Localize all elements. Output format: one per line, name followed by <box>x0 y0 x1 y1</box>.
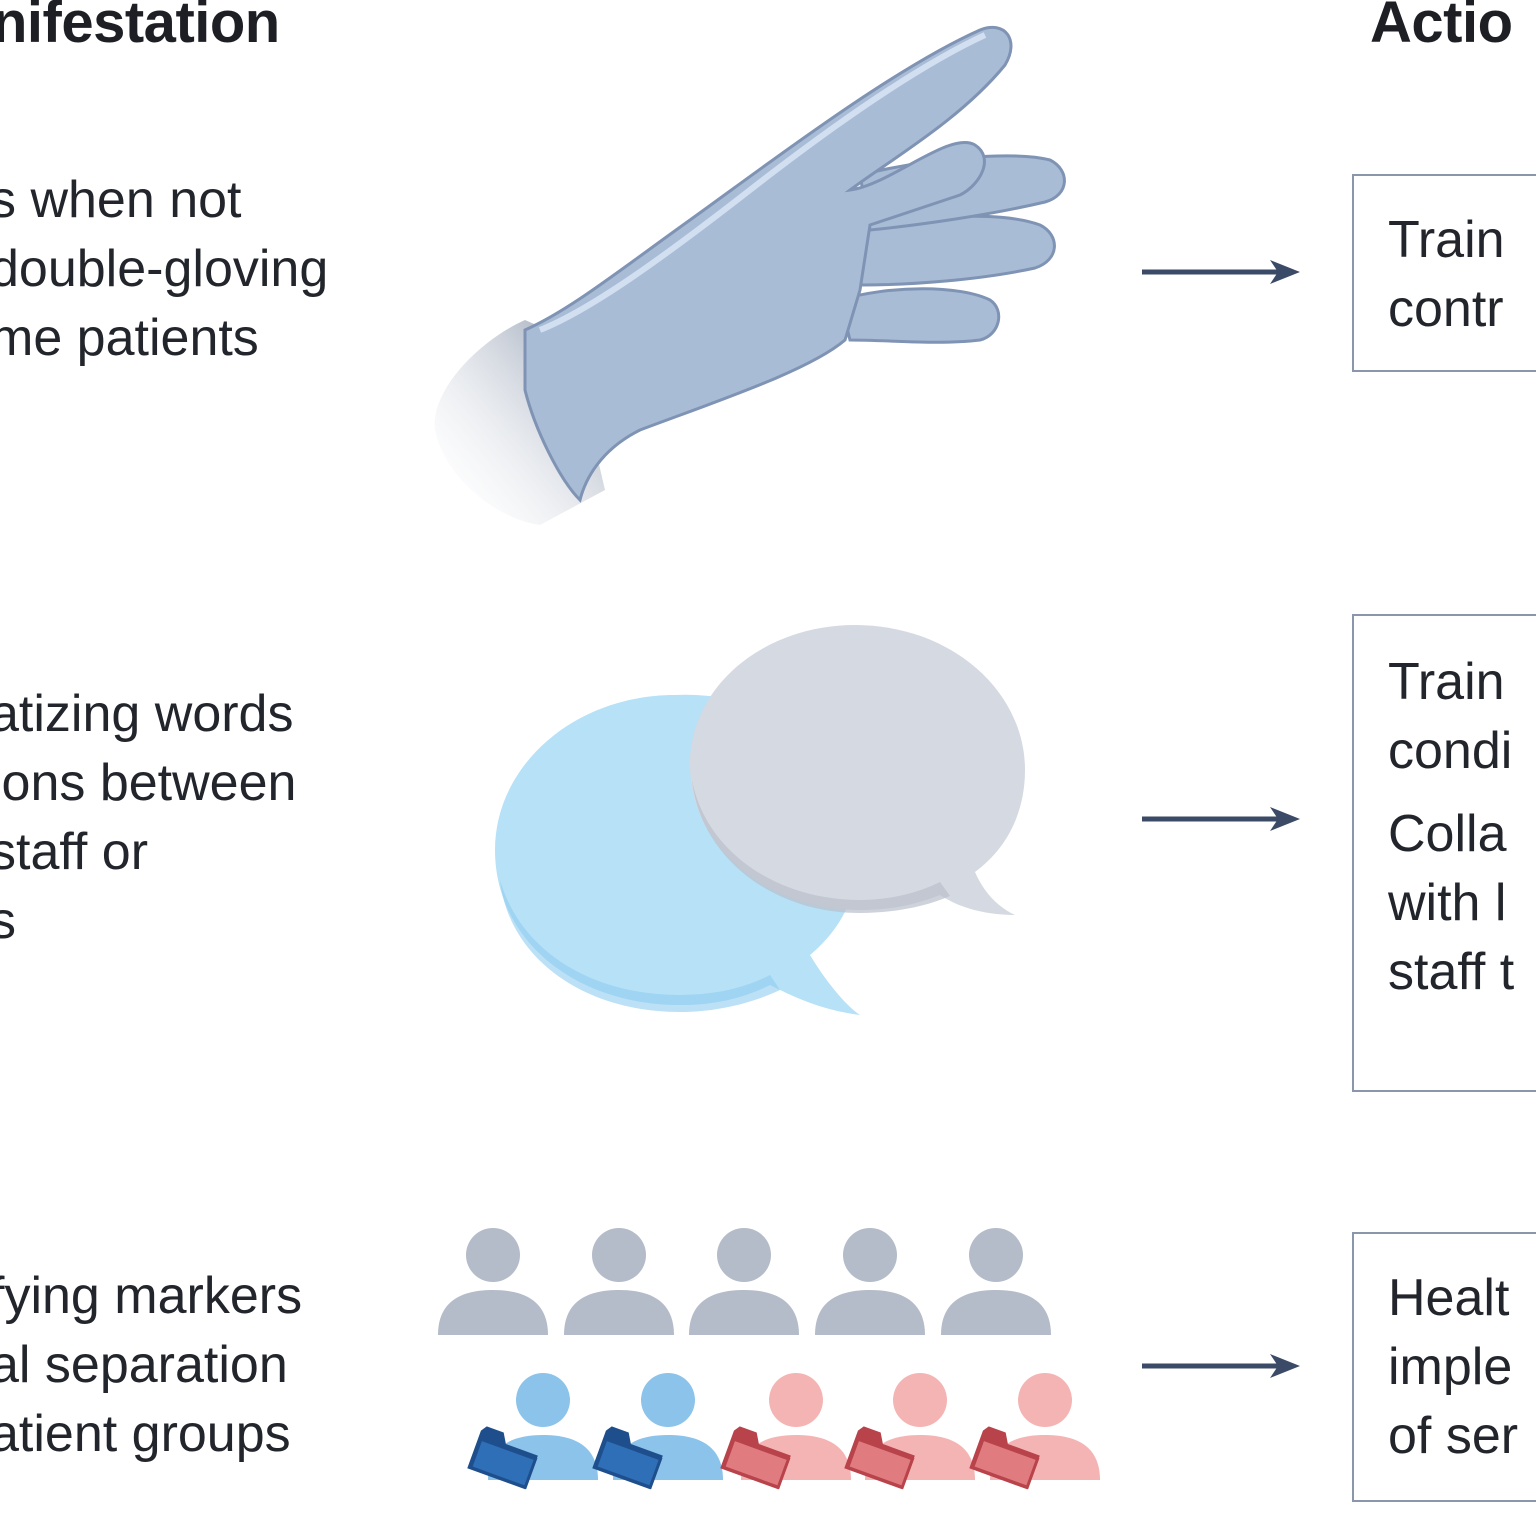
arrow-icon <box>1142 1354 1300 1378</box>
manifestation-line: double-gloving <box>0 240 329 298</box>
person-icon <box>941 1228 1051 1335</box>
manifestation-line: s when not <box>0 171 242 229</box>
manifestation-line: fying markers <box>0 1267 303 1325</box>
action-header: Actio <box>1370 0 1513 55</box>
glove-icon <box>434 25 1066 525</box>
action-line: contr <box>1388 280 1504 338</box>
person-icon <box>815 1228 925 1335</box>
manifestation-line: al separation <box>0 1336 288 1394</box>
arrow-icon <box>1142 807 1300 831</box>
person-icon <box>564 1228 674 1335</box>
manifestation-line: s <box>0 892 16 950</box>
manifestation-line: atient groups <box>0 1405 291 1463</box>
action-line: condi <box>1388 722 1513 780</box>
folder-icon <box>969 1426 1040 1490</box>
manifestation-header: nifestation <box>0 0 280 55</box>
action-line: of ser <box>1388 1407 1519 1465</box>
manifestation-line: ions between <box>0 754 297 812</box>
action-line: with l <box>1388 874 1507 932</box>
action-line: Healt <box>1388 1269 1510 1327</box>
person-icon <box>689 1228 799 1335</box>
action-line: Colla <box>1388 805 1507 863</box>
folder-icon <box>592 1426 663 1490</box>
manifestation-text-row-2: atizing words ions between staff or s <box>0 680 296 956</box>
manifestation-text-row-3: fying markers al separation atient group… <box>0 1262 302 1469</box>
action-box-row-3: Healt imple of ser <box>1352 1232 1536 1502</box>
manifestation-line: me patients <box>0 309 259 367</box>
manifestation-line: staff or <box>0 823 149 881</box>
action-box-row-2: Train condi Colla with l staff t <box>1352 614 1536 1092</box>
action-line: imple <box>1388 1338 1513 1396</box>
patient-groups-icon <box>438 1228 1100 1490</box>
arrow-icon <box>1142 260 1300 284</box>
action-box-row-1: Train contr <box>1352 174 1536 372</box>
folder-icon <box>720 1426 791 1490</box>
folder-icon <box>467 1426 538 1490</box>
speech-bubbles-icon <box>495 625 1025 1015</box>
manifestation-line: atizing words <box>0 685 294 743</box>
action-line: Train <box>1388 211 1505 269</box>
action-line: staff t <box>1388 943 1515 1001</box>
action-line: Train <box>1388 653 1505 711</box>
manifestation-text-row-1: s when not double-gloving me patients <box>0 166 328 373</box>
person-icon <box>438 1228 548 1335</box>
folder-icon <box>844 1426 915 1490</box>
